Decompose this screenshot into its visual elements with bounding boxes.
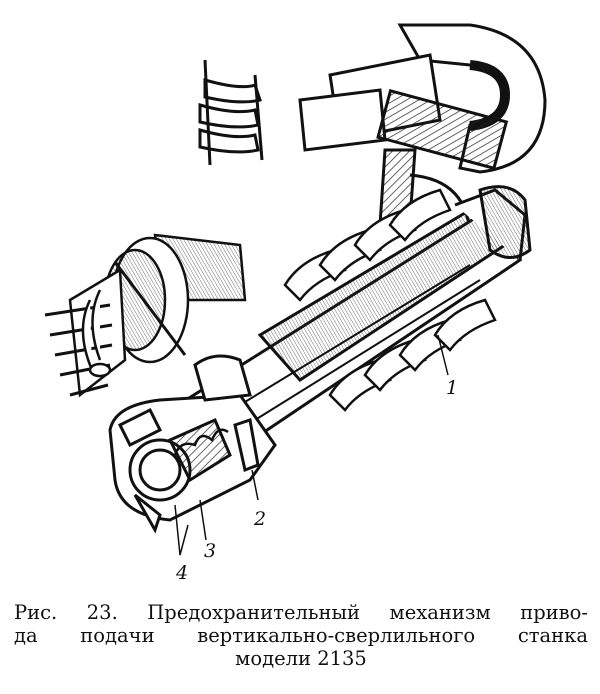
leader-lines <box>174 334 449 556</box>
caption-line-1: Рис. 23. Предохранительный механизм прив… <box>14 601 588 624</box>
callout-4: 4 <box>176 562 189 584</box>
caption-line-2: да подачи вертикально-сверлильного станк… <box>14 624 588 647</box>
feed-spindle <box>167 185 532 468</box>
spring-clutch-assembly <box>44 233 247 398</box>
figure-caption: Рис. 23. Предохранительный механизм прив… <box>14 601 588 670</box>
callout-3: 3 <box>204 540 217 562</box>
caption-line-3: модели 2135 <box>235 647 367 670</box>
callout-2: 2 <box>254 508 267 530</box>
callout-1: 1 <box>446 377 459 399</box>
safety-clutch-front <box>108 354 277 534</box>
mechanism-drawing <box>44 23 547 556</box>
gear-rack-fragment <box>198 59 264 166</box>
